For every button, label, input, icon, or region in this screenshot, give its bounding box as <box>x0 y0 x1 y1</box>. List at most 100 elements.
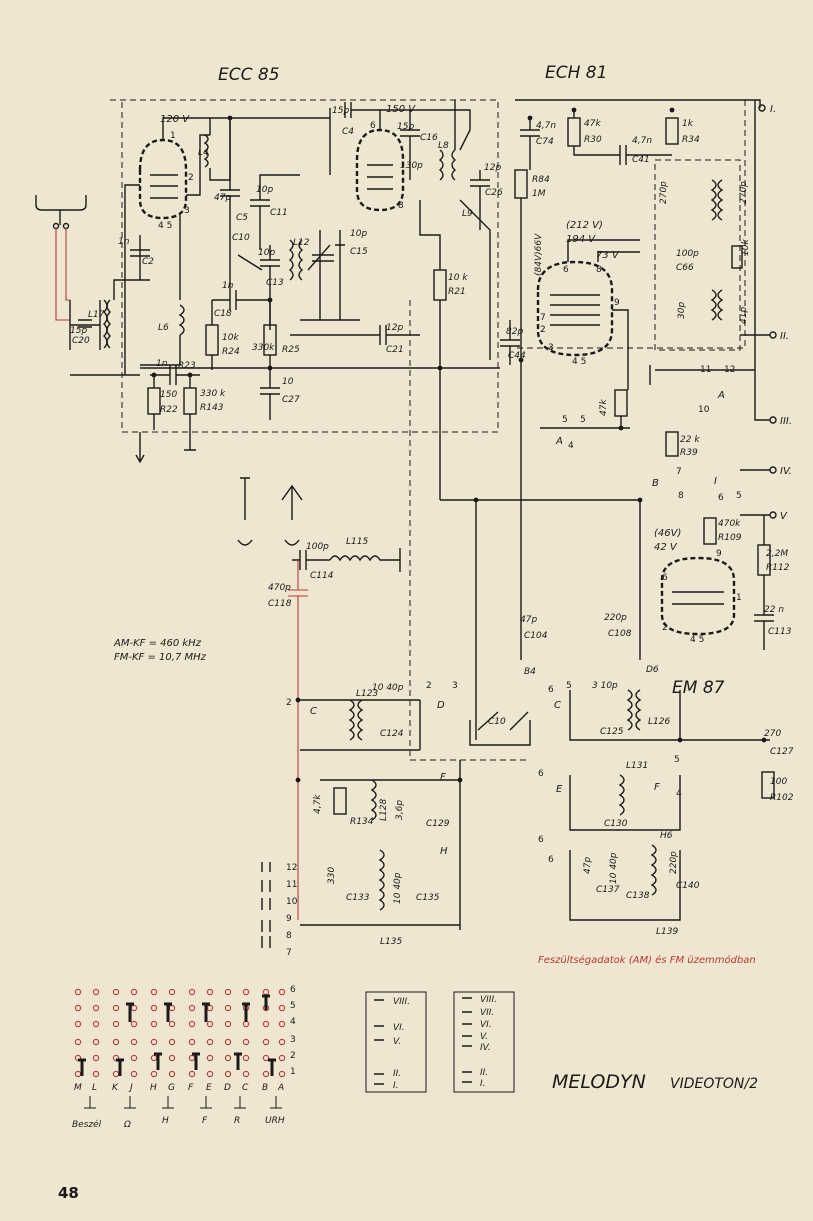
grid-num-3: 3 <box>290 1035 296 1045</box>
c118-label: C118 <box>268 599 292 609</box>
c11-label: C11 <box>270 208 288 218</box>
switch-contact-dot <box>242 1054 250 1062</box>
grid-num-2: 2 <box>290 1051 296 1061</box>
dipole-antenna-icon <box>35 195 87 321</box>
sw-b: B <box>652 478 659 489</box>
r134-label: R134 <box>350 817 374 827</box>
c104-value: 47p <box>520 615 537 625</box>
resistor-r85 <box>731 245 743 269</box>
brand-model: VIDEOTON/2 <box>670 1076 758 1092</box>
resistor-r47 <box>614 389 628 417</box>
switch-contact-dot <box>92 1054 100 1062</box>
l8-label: L8 <box>438 141 449 151</box>
switch-contact-dot <box>74 1038 82 1046</box>
resistor-r22 <box>147 387 161 415</box>
switch-key-letter: F <box>188 1083 194 1093</box>
voltage-ech-bias: (84V)66V <box>534 233 544 276</box>
resistor-r24 <box>205 324 219 356</box>
switch-contact-dot <box>242 1070 250 1078</box>
c124-label: C124 <box>380 729 404 739</box>
r102-value: 100 <box>770 777 787 787</box>
tube-title-em87: EM 87 <box>672 678 725 698</box>
sw-6-r2: 6 <box>538 769 544 779</box>
c20-value: 15p <box>70 326 87 336</box>
sw-h-a: H <box>440 846 448 857</box>
r47-value: 47k <box>599 399 609 416</box>
pin-6-em: 6 <box>662 573 668 583</box>
sw-5c: 5 <box>736 491 742 501</box>
c13-label: C13 <box>266 278 284 288</box>
resistor-r109 <box>703 517 717 545</box>
wire <box>209 118 231 181</box>
l9-label: L9 <box>462 209 473 219</box>
r25-value: 330k <box>252 343 275 353</box>
sw-f-r: F <box>654 782 660 793</box>
h6-label: H6 <box>660 831 673 841</box>
switch-contact-dot <box>278 1070 286 1078</box>
pin-45-ech: 4 5 <box>572 357 586 367</box>
capacitor-c2 <box>130 235 150 280</box>
c125-value: 3 10p <box>592 681 618 691</box>
switch-contact-dot <box>150 1070 158 1078</box>
pin-2-ech: 2 <box>540 325 546 335</box>
switch-contact-dot <box>242 1020 250 1028</box>
switch-contact-dot <box>262 1054 270 1062</box>
pin-1-label: 1 <box>170 131 176 141</box>
c41-value: 4,7n <box>632 136 652 146</box>
note-fm-kf: FM-KF = 10,7 MHz <box>114 652 207 663</box>
switch-contact-dot <box>112 1020 120 1028</box>
r34-value: 1k <box>682 119 694 129</box>
switch-contact-dot <box>206 1054 214 1062</box>
sw-c-a: C <box>310 706 317 717</box>
grid-num-4: 4 <box>290 1017 296 1027</box>
switch-key-letter: K <box>112 1083 119 1093</box>
switch-contact-dot <box>224 1054 232 1062</box>
switch-contact-dot <box>206 1004 214 1012</box>
terminal-i <box>758 104 766 112</box>
coil-l115 <box>329 548 401 572</box>
coil-l4 <box>203 134 209 168</box>
l6-label: L6 <box>158 323 169 333</box>
wire <box>649 365 755 385</box>
capacitor-c11 <box>230 117 331 250</box>
terminal-ii <box>769 331 777 339</box>
page-number: 48 <box>58 1184 79 1202</box>
wire <box>419 200 441 270</box>
grid-num-6: 6 <box>290 985 296 995</box>
switch-contact-dot <box>92 988 100 996</box>
switch-key-letter: M <box>74 1083 82 1093</box>
trimmer-c15 <box>307 230 334 320</box>
c270a-value: 270p <box>659 181 669 204</box>
r143-label: R143 <box>200 403 224 413</box>
sw-12: 12 <box>724 365 735 375</box>
resistor-r134 <box>333 787 347 815</box>
c118-value: 470p <box>268 583 291 593</box>
tube-title-ech81: ECH 81 <box>545 63 607 83</box>
pin-45-em: 4 5 <box>690 635 704 645</box>
c16-label: C16 <box>420 133 438 143</box>
gang-capacitor-c10 <box>469 711 531 746</box>
voltage-em-a: (46V) <box>654 528 681 539</box>
switch-contact-dot <box>92 1070 100 1078</box>
coil-l131 <box>618 774 625 816</box>
legend1-ii: II. <box>393 1069 401 1079</box>
switch-contact-dot <box>150 988 158 996</box>
terminal-ii-label: II. <box>780 331 789 342</box>
switch-key-letter: J <box>128 1083 133 1093</box>
key-ground-mark <box>162 1096 174 1109</box>
switch-key-letter: H <box>150 1083 157 1093</box>
resistor-r102 <box>761 771 775 799</box>
voltage-ecc-a: 120 V <box>160 114 190 125</box>
grid-num-5: 5 <box>290 1001 296 1011</box>
wire <box>515 99 761 108</box>
grid-num-1: 1 <box>290 1067 296 1077</box>
c27-label: C27 <box>282 395 300 405</box>
c135-label: C135 <box>416 893 440 903</box>
key-ground-mark <box>200 1096 212 1109</box>
sw-4: 4 <box>568 441 574 451</box>
sw-7: 7 <box>676 467 682 477</box>
r84-value: 1M <box>532 189 546 199</box>
r22-value: 150 <box>160 390 177 400</box>
